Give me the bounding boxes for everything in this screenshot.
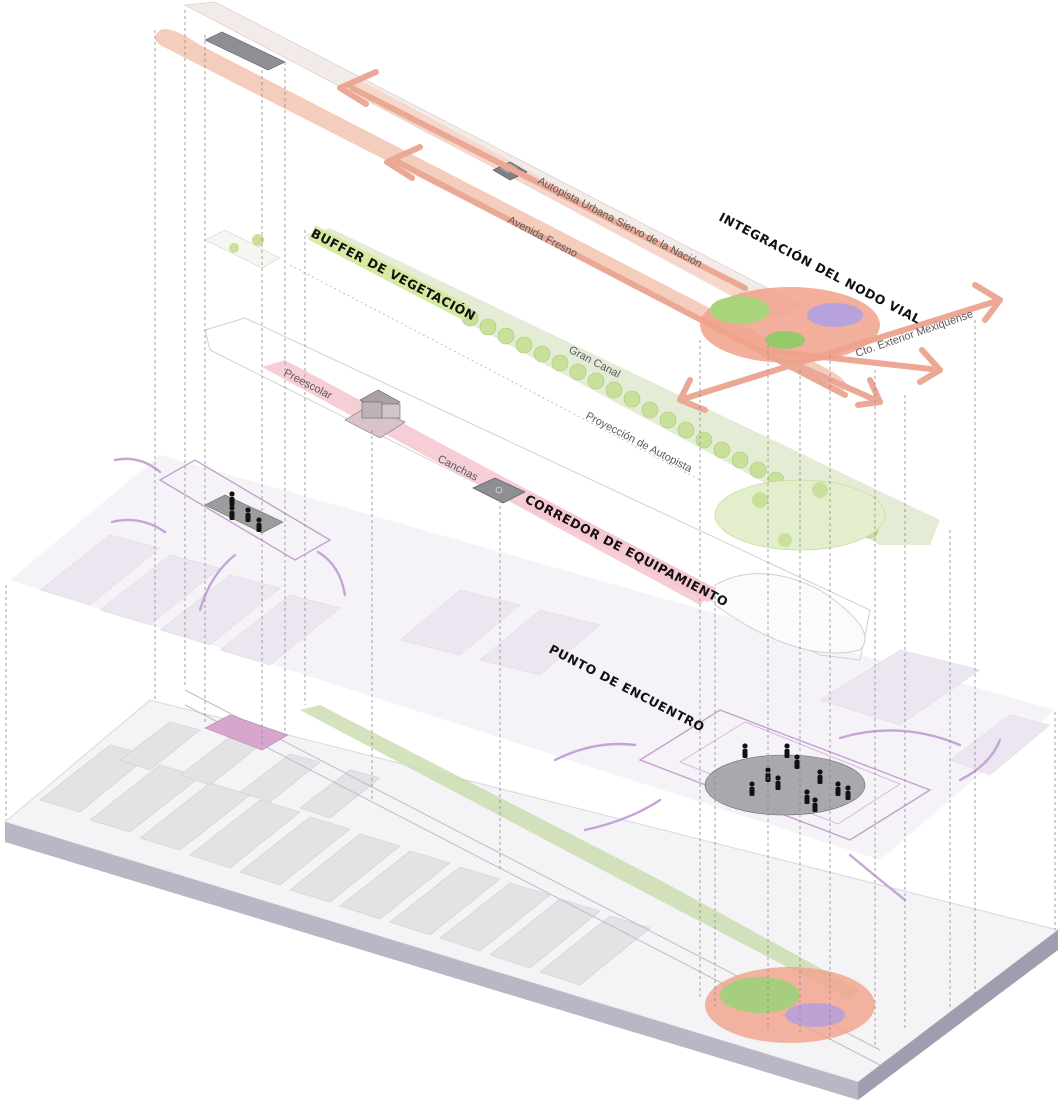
meeting-plaza-east — [704, 754, 866, 816]
sports-courts — [472, 477, 526, 504]
meeting-zone-west — [158, 459, 332, 561]
vegetation-plot-west — [204, 229, 281, 269]
layer-title-vegetacion: BUFFER DE VEGETACIÓN — [309, 225, 479, 323]
road-label-autopista: Autopista Urbana Siervo de la Nación — [536, 175, 704, 270]
equipment-corridor-outline — [204, 317, 871, 661]
equipment-corridor-end — [714, 573, 866, 654]
canal-projection-line — [289, 264, 701, 481]
interchange-node — [700, 287, 880, 363]
projection-lines — [5, 10, 1056, 1045]
avenida-fresno-band — [155, 29, 847, 392]
title-highlight-equipamiento — [522, 491, 716, 603]
people-icons-west — [229, 491, 262, 532]
meeting-arrows — [110, 457, 1002, 902]
road-node-layer — [155, 1, 1003, 413]
base-slab-side-right — [858, 930, 1058, 1100]
title-highlight-vegetacion — [308, 225, 471, 321]
base-vegetation-band — [300, 705, 860, 1000]
base-city-blocks — [39, 721, 651, 986]
base-colored-plot — [204, 714, 289, 751]
base-slab-side-front — [5, 822, 858, 1100]
preschool-building — [344, 389, 406, 439]
meeting-plaza-west — [204, 494, 284, 534]
base-map-layer — [3, 689, 1060, 1100]
